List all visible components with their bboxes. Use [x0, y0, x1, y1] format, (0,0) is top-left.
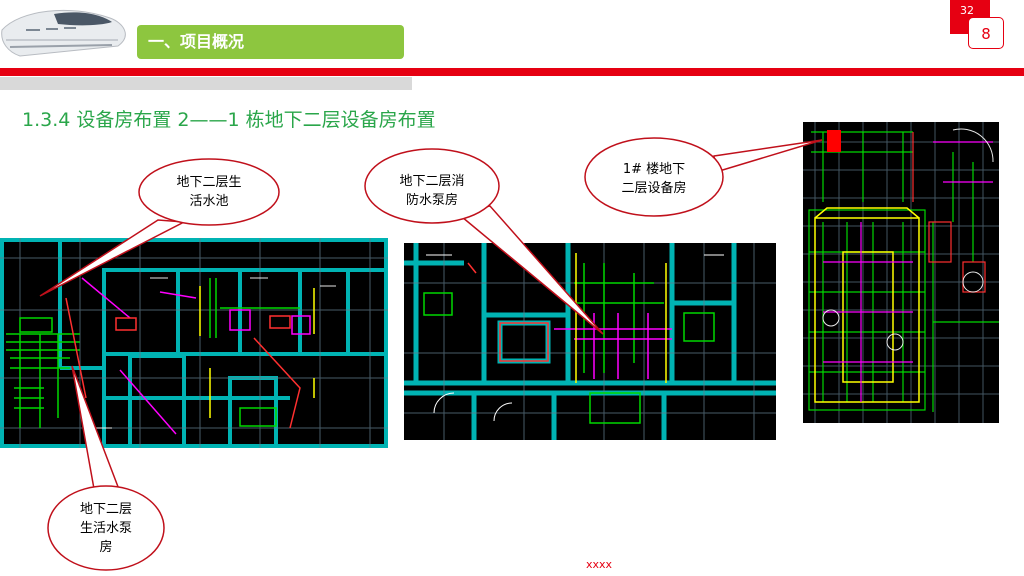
callout-water-pump: 地下二层 生活水泵 房 — [56, 500, 156, 557]
callout-line: 活水池 — [189, 194, 229, 209]
callout-line: 地下二层消 — [399, 174, 465, 189]
header-bar — [137, 25, 404, 59]
cad-plan-fire-pump-room — [404, 243, 776, 440]
page-number: 8 — [968, 17, 1004, 49]
high-speed-train-icon — [1, 9, 126, 57]
callout-line: 生活水泵 — [79, 521, 132, 536]
header-title: 一、项目概况 — [148, 32, 245, 51]
header-red-rule — [0, 68, 1024, 76]
callout-line: 二层设备房 — [621, 181, 687, 196]
equipment-room-marker — [827, 130, 841, 152]
cad-plan-water-tank — [0, 238, 388, 448]
cad-plan-basement-overview — [803, 122, 999, 423]
callout-line: 地下二层 — [79, 502, 132, 517]
callout-line: 1# 楼地下 — [622, 162, 686, 177]
callout-water-tank: 地下二层生 活水池 — [150, 173, 268, 211]
section-heading: 1.3.4 设备房布置 2——1 栋地下二层设备房布置 — [22, 109, 436, 131]
callout-line: 地下二层生 — [176, 175, 242, 190]
header-gray-rule — [0, 77, 412, 90]
slide-total: 32 — [960, 4, 974, 17]
callout-equipment-room: 1# 楼地下 二层设备房 — [595, 160, 713, 198]
callout-line: 防水泵房 — [405, 193, 458, 208]
callout-line: 房 — [99, 540, 113, 555]
callout-fire-pump: 地下二层消 防水泵房 — [373, 172, 491, 210]
footer-text: xxxx — [586, 558, 613, 571]
